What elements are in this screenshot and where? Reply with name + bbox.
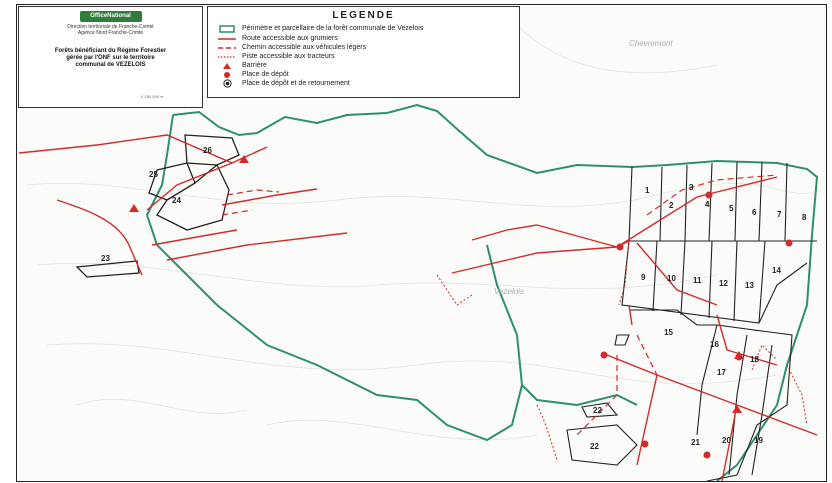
roads-solid [18,134,818,481]
depot-places [600,191,793,459]
barriers [129,155,744,413]
dashed-line-icon [216,43,238,52]
parcel-number: 18 [750,355,759,364]
parcel-number: 2 [669,201,674,210]
legend-item-turnaround: Place de dépôt et de retournement [216,79,350,88]
parcel-number: 22 [590,442,599,451]
parcel-number: 12 [719,279,728,288]
agency-line: Agence Nord Franche-Comté [77,30,144,36]
depot-place-icon [785,239,793,247]
parcel-numbers: 1 2 3 4 5 6 7 8 9 10 11 12 13 14 15 16 1… [101,146,807,451]
background-topography [26,24,823,441]
legend-item-depot: Place de dépôt [216,70,289,79]
ringed-dot-icon [216,79,238,88]
map-title-line: communal de VEZELOIS [75,62,146,68]
paths-dashed [221,174,778,436]
parcel-number: 26 [203,146,212,155]
legend-label: Périmètre et parcellaire de la forêt com… [242,25,424,32]
legend-label: Piste accessible aux tracteurs [242,53,335,60]
dot-icon [216,70,238,79]
depot-place-icon [641,440,649,448]
tracks-dotted [436,240,808,461]
legend-label: Place de dépôt et de retournement [242,80,350,87]
barrier-icon [129,204,139,212]
parcel-number: 3 [689,183,694,192]
legend-label: Barrière [242,62,267,69]
onf-logo: OfficeNational [79,11,142,22]
legend-label: Route accessible aux grumiers [242,35,338,42]
parcel-number: 4 [705,200,710,209]
place-name-vezelois: Vezelois [494,287,524,296]
parcel-outline-26 [184,134,240,166]
parcel-number: 13 [745,281,754,290]
map-frame: 1 2 3 4 5 6 7 8 9 10 11 12 13 14 15 16 1… [16,4,827,482]
parcel-outline-23 [75,260,140,278]
parcel-outline-25 [148,162,196,201]
parcel-number: 9 [641,273,646,282]
parcel-outline-24 [156,163,230,231]
map-title-block: OfficeNational Direction territoriale de… [18,6,203,108]
parcel-number: 6 [752,208,757,217]
depot-place-icon [735,353,743,361]
parcel-number: 19 [754,436,763,445]
perimeter-west [172,103,819,481]
parcel-number: 24 [172,196,181,205]
parcel-number: 11 [693,276,702,285]
parcel-number: 22 [593,406,602,415]
map-title-line: Forêts bénéficiant du Régime Forestier [54,48,167,54]
scale-bar: 0 250 500 m [141,95,164,99]
legend-item-barrier: Barrière [216,61,267,70]
forest-map: 1 2 3 4 5 6 7 8 9 10 11 12 13 14 15 16 1… [18,24,823,481]
parcel-number: 25 [149,170,158,179]
parcel-number: 1 [645,186,650,195]
depot-place-icon [703,451,711,459]
parcel-number: 14 [772,266,781,275]
barrier-icon [732,405,742,413]
parcel-number: 20 [722,436,731,445]
parcel-number: 17 [717,368,726,377]
solid-line-icon [216,34,238,43]
perimeter-box-icon [216,24,238,33]
forest-perimeter [145,103,819,481]
parcel-outline-22-south [566,424,638,466]
legend-item-path: Chemin accessible aux véhicules légers [216,43,366,52]
parcel-number: 8 [802,213,807,222]
legend-item-track: Piste accessible aux tracteurs [216,52,335,61]
legend-label: Place de dépôt [242,71,289,78]
map-legend: LEGENDE Périmètre et parcellaire de la f… [207,6,520,98]
depot-place-icon [616,243,624,251]
parcel-number: 5 [729,204,734,213]
parcel-outline-22-north [581,402,619,418]
parcel-number: 7 [777,210,782,219]
map-title-line: gérée par l'ONF sur le territoire [66,55,155,61]
parcel-number: 16 [710,340,719,349]
depot-place-icon [600,351,608,359]
direction-line: Direction territoriale de Franche-Comté [67,24,154,30]
legend-item-perimeter: Périmètre et parcellaire de la forêt com… [216,24,423,33]
barrier-icon [239,155,249,163]
legend-label: Chemin accessible aux véhicules légers [242,44,367,51]
legend-item-road: Route accessible aux grumiers [216,34,338,43]
perimeter-south [145,114,524,442]
dotted-line-icon [216,52,238,61]
depot-place-icon [705,191,713,199]
parcel-number: 15 [664,328,673,337]
parcel-number: 23 [101,254,110,263]
triangle-icon [216,61,238,70]
place-name-chevremont: Chevremont [629,39,673,48]
legend-title: LEGENDE [332,10,395,21]
map-title: Forêts bénéficiant du Régime Forestier g… [19,48,202,69]
parcel-number: 21 [691,438,700,447]
parcel-number: 10 [667,274,676,283]
